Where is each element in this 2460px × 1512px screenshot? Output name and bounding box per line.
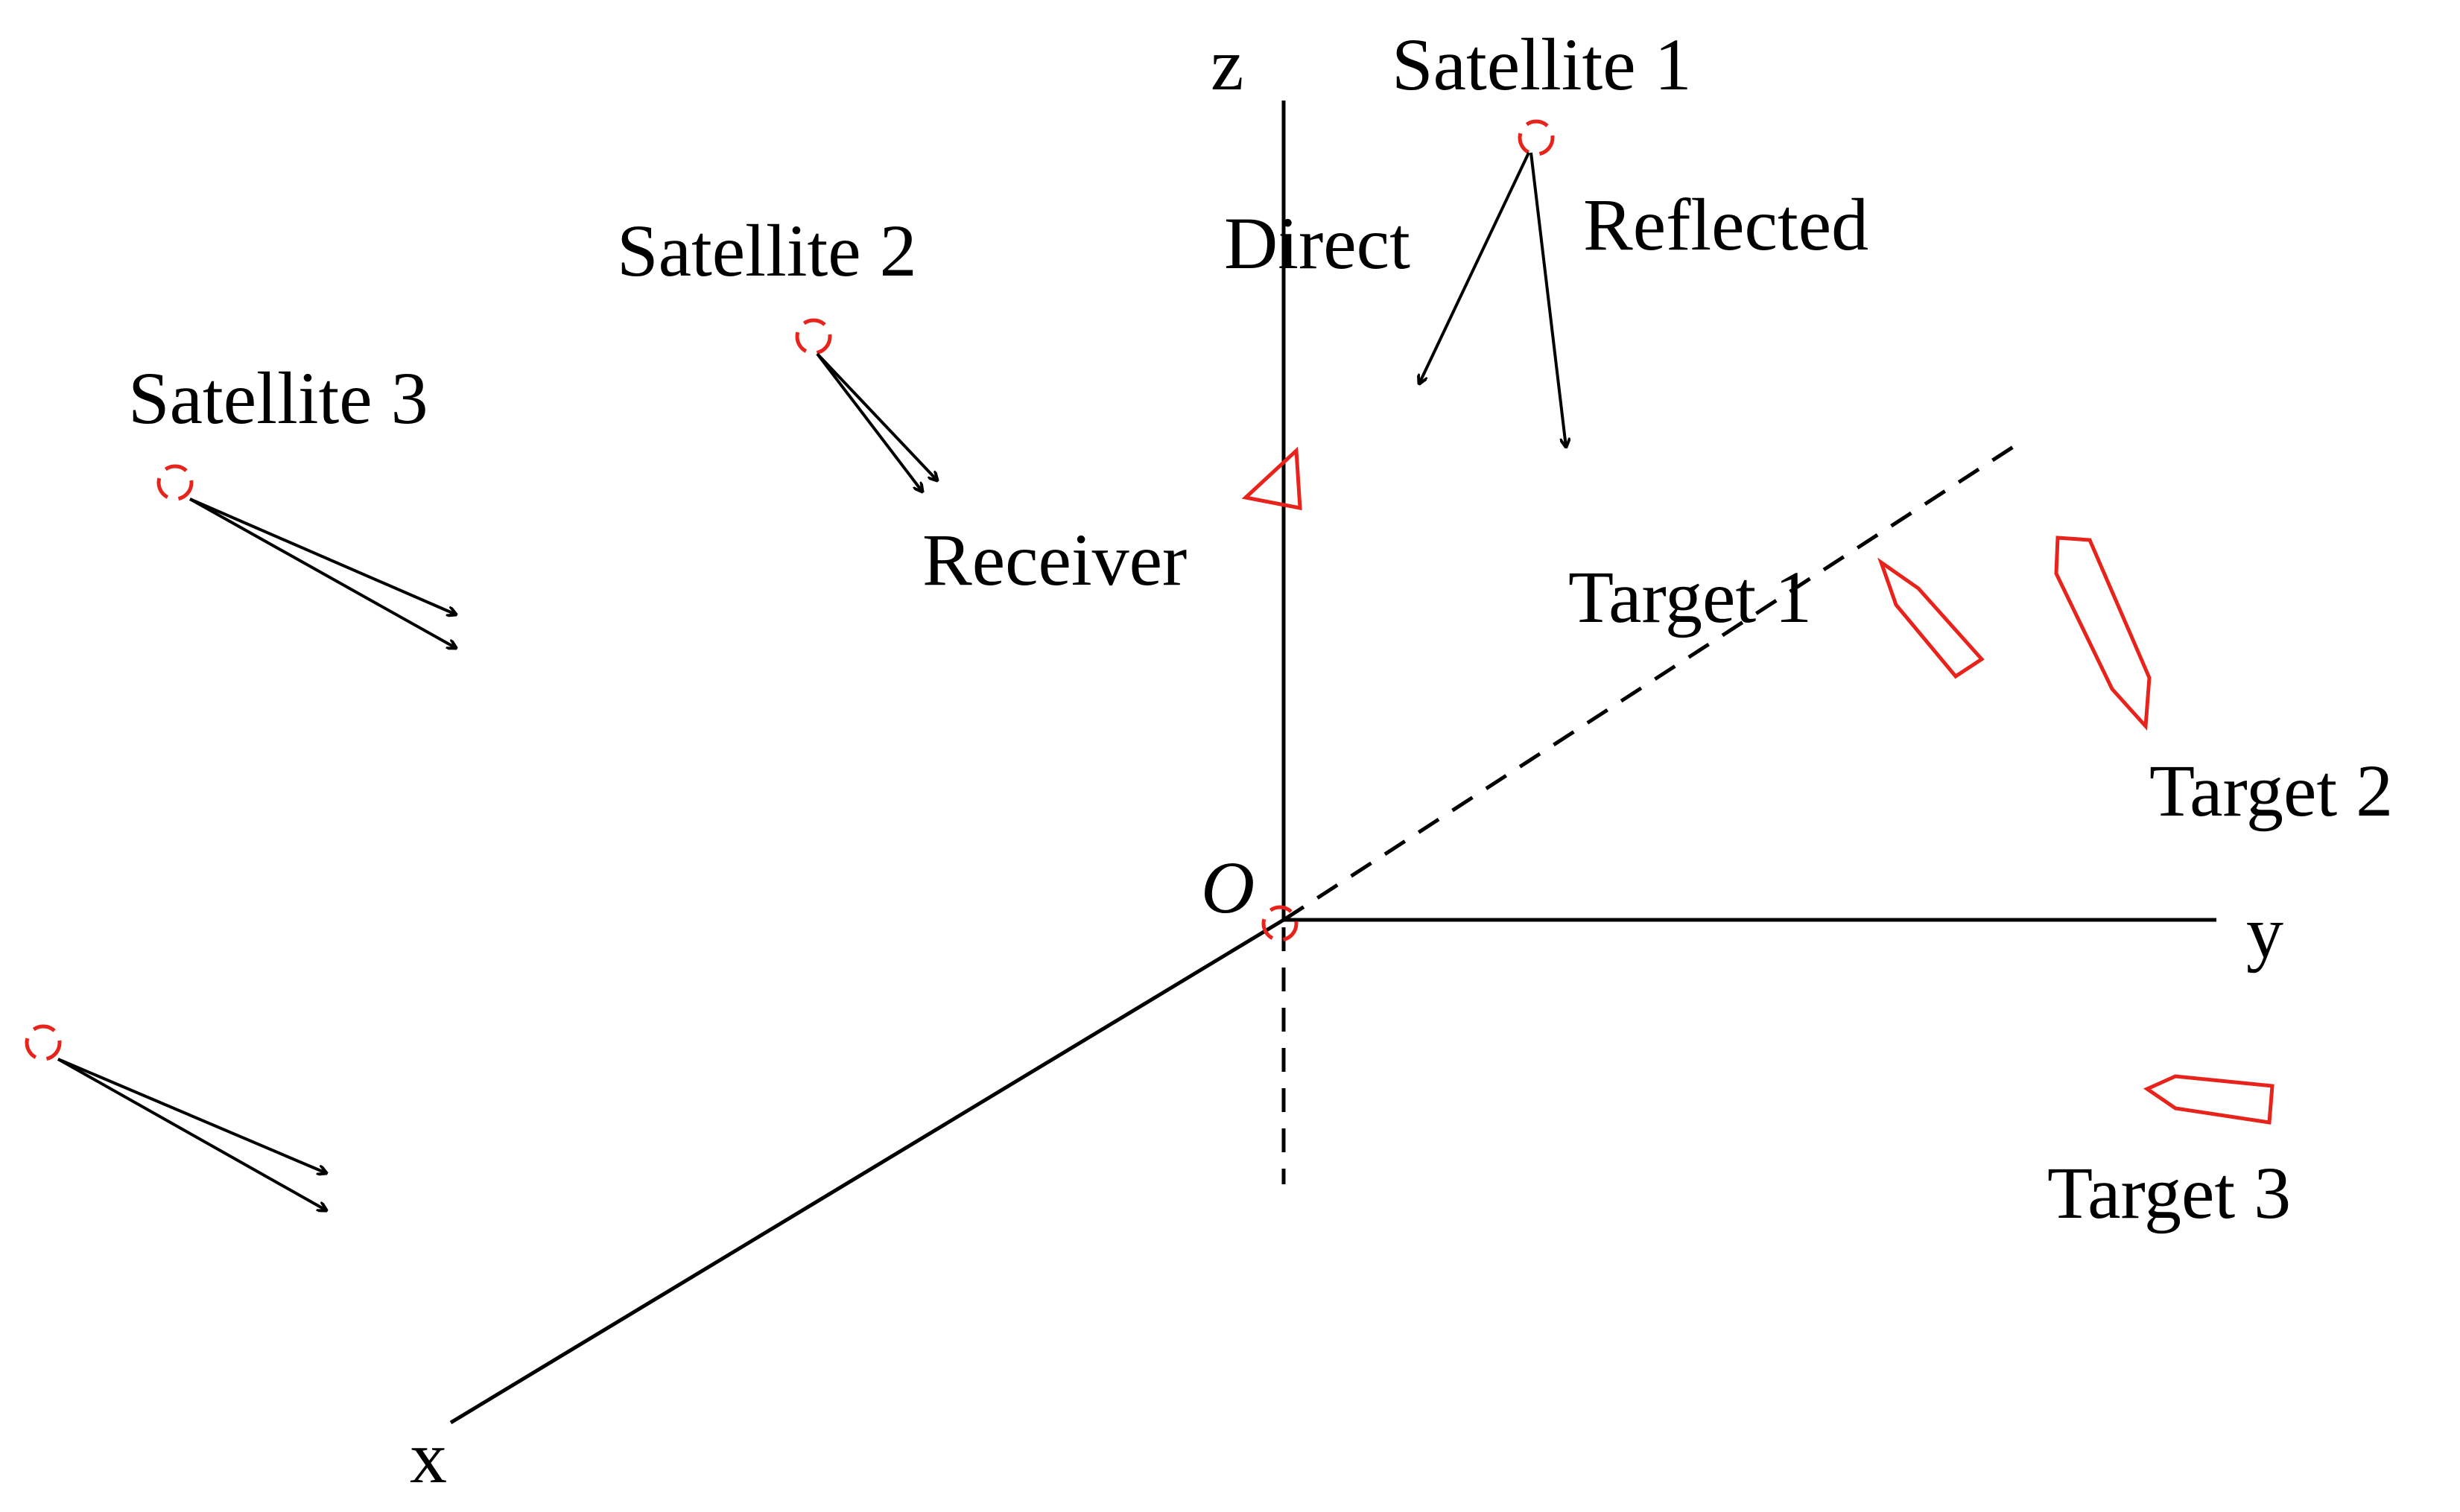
target-2-label: Target 2 — [2149, 749, 2393, 832]
target-3-label: Target 3 — [2047, 1152, 2291, 1234]
reflected-label: Reflected — [1583, 183, 1868, 266]
receiver-triangle-icon — [1241, 446, 1302, 511]
x-axis-label: x — [410, 1416, 447, 1499]
satellite-3-arrow-a — [189, 498, 456, 614]
satellite-1-icon — [1518, 119, 1555, 156]
satellite-4-arrow-b — [57, 1058, 326, 1210]
satellite-2-icon — [795, 318, 832, 355]
x-axis-negative — [1282, 441, 2020, 922]
satellite-1-reflected-arrow — [1529, 152, 1566, 447]
origin-label: O — [1201, 846, 1255, 929]
satellite-3-label: Satellite 3 — [128, 357, 428, 439]
satellite-2-arrow-b — [816, 352, 937, 480]
satellite-2-label: Satellite 2 — [617, 209, 917, 292]
satellite-1-direct-arrow — [1419, 152, 1530, 384]
satellite-4-arrow-a — [57, 1058, 326, 1173]
target-1-ship-icon — [1877, 557, 1985, 679]
satellite-1-label: Satellite 1 — [1392, 23, 1692, 106]
direct-label: Direct — [1224, 202, 1410, 285]
origin-satellite-icon — [1261, 905, 1299, 942]
target-1-label: Target 1 — [1568, 556, 1812, 638]
satellite-4-icon — [25, 1024, 62, 1061]
satellite-3-arrow-b — [189, 498, 456, 648]
target-3-ship-icon — [2143, 1074, 2274, 1125]
target-2-ship-icon — [2054, 536, 2152, 731]
x-axis — [449, 918, 1285, 1425]
y-axis-label: y — [2246, 891, 2283, 973]
z-axis-label: z — [1211, 23, 1243, 106]
satellite-3-icon — [156, 464, 194, 501]
satellite-2-arrow-a — [816, 352, 922, 492]
receiver-label: Receiver — [922, 518, 1187, 601]
